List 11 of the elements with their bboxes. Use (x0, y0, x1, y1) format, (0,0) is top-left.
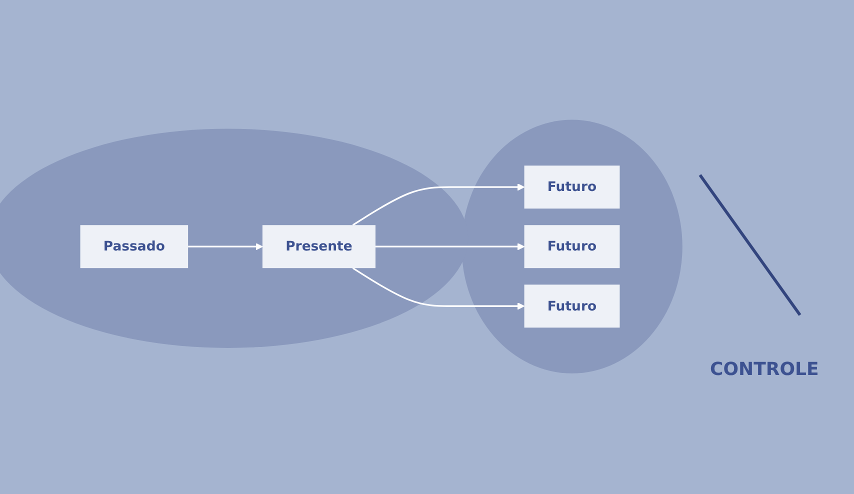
arrow (352, 268, 525, 310)
arrow (352, 184, 525, 226)
node-box (524, 285, 620, 328)
arrow (188, 243, 263, 251)
arrow (376, 243, 525, 251)
node-box (262, 226, 376, 268)
node-box (524, 226, 620, 268)
node-box (80, 226, 188, 268)
diagram: Passado Presente Futuro Futuro Futuro (10, 116, 690, 378)
node-box (524, 166, 620, 209)
divider-label: CONTROLE (710, 359, 819, 380)
